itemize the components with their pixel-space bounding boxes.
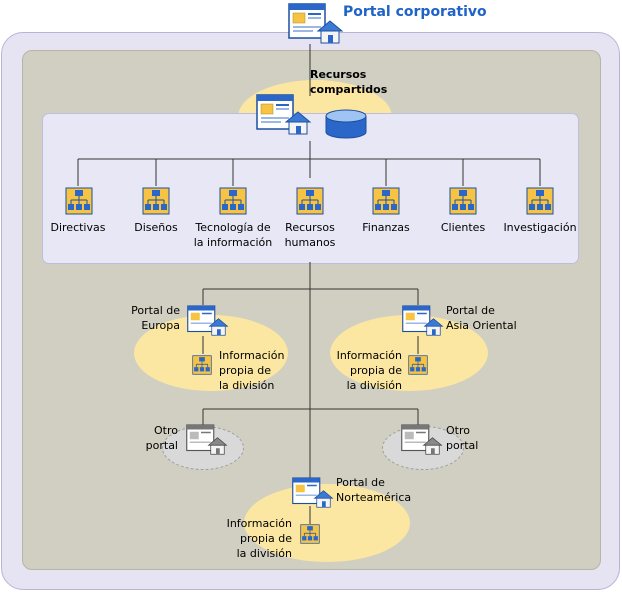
database-icon[interactable] [324,108,368,140]
department-icon-clientes[interactable] [449,187,477,215]
shared-portal-icon[interactable] [256,94,312,136]
asia-portal-icon[interactable] [402,304,444,338]
europe-division-icon[interactable] [192,355,212,375]
asia-division-icon[interactable] [408,355,428,375]
department-icon-finanzas[interactable] [372,187,400,215]
department-label-clientes: Clientes [440,221,486,234]
corporate-portal-title: Portal corporativo [343,4,487,20]
northamerica-division-icon[interactable] [300,524,320,544]
other-portal-left-icon[interactable] [186,423,228,457]
department-icon-disenos[interactable] [142,187,170,215]
corporate-portal-icon[interactable] [288,3,344,45]
department-label-disenos: Diseños [134,221,178,234]
other-portal-right-icon[interactable] [401,423,443,457]
northamerica-portal-icon[interactable] [292,476,334,510]
department-icon-recursos-humanos[interactable] [296,187,324,215]
department-label-finanzas: Finanzas [362,221,410,234]
department-icon-directivas[interactable] [65,187,93,215]
shared-resources-label-line1: Recursos [310,68,367,81]
department-label-investigacion: Investigación [503,221,577,234]
department-icon-investigacion[interactable] [526,187,554,215]
europe-portal-icon[interactable] [187,304,229,338]
department-label-directivas: Directivas [50,221,106,234]
shared-resources-label: Recursos compartidos [310,67,387,97]
shared-resources-label-line2: compartidos [310,83,388,96]
department-icon-tecnologia[interactable] [219,187,247,215]
